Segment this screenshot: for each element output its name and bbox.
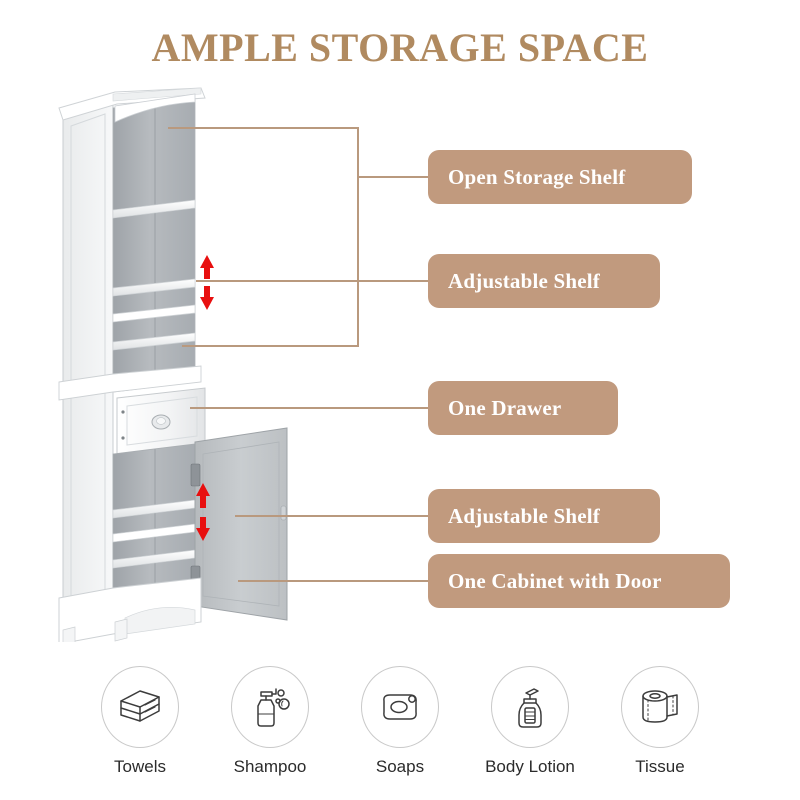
icon-circle [231,666,309,748]
soap-bar-icon [383,694,417,720]
storage-item-label: Shampoo [233,757,307,776]
storage-item-soaps[interactable]: Soaps [340,666,460,777]
shampoo-bottle-icon [257,688,290,727]
storage-items-row: Towels Shampoo [80,666,720,794]
cabinet-base-arch [58,577,202,642]
storage-item-body-lotion[interactable]: Body Lotion [470,666,590,777]
lotion-pump-bottle-icon [518,688,542,728]
lower-cabinet-interior [112,443,196,613]
folded-towels-icon [120,690,160,722]
cabinet-left-side-panel [62,93,114,633]
cabinet-door-open [190,427,288,621]
callout-adjustable-shelf-bottom[interactable]: Adjustable Shelf [428,489,660,543]
storage-item-label: Towels [114,757,166,776]
cabinet-mid-rail [58,365,202,401]
callout-open-storage-shelf[interactable]: Open Storage Shelf [428,150,692,204]
callout-label: Adjustable Shelf [448,268,600,293]
storage-item-tissue[interactable]: Tissue [600,666,720,777]
storage-item-label: Soaps [375,757,425,776]
icon-circle [491,666,569,748]
callout-label: Adjustable Shelf [448,503,600,528]
callout-adjustable-shelf-top[interactable]: Adjustable Shelf [428,254,660,308]
storage-item-towels[interactable]: Towels [80,666,200,777]
storage-item-label: Body Lotion [485,757,575,776]
cabinet-illustration [58,87,288,642]
tissue-roll-icon [642,690,678,723]
page-title: AMPLE STORAGE SPACE [151,25,649,70]
callout-label: One Cabinet with Door [448,568,662,593]
callout-label: One Drawer [448,395,562,420]
callout-label: Open Storage Shelf [448,164,626,189]
icon-circle [101,666,179,748]
cabinet-crown-molding [58,87,206,121]
icon-circle [361,666,439,748]
arched-valance [114,93,196,123]
callout-one-drawer[interactable]: One Drawer [428,381,618,435]
icon-circle [621,666,699,748]
storage-item-label: Tissue [635,757,685,776]
callout-one-cabinet-with-door[interactable]: One Cabinet with Door [428,554,730,608]
storage-item-shampoo[interactable]: Shampoo [210,666,330,777]
